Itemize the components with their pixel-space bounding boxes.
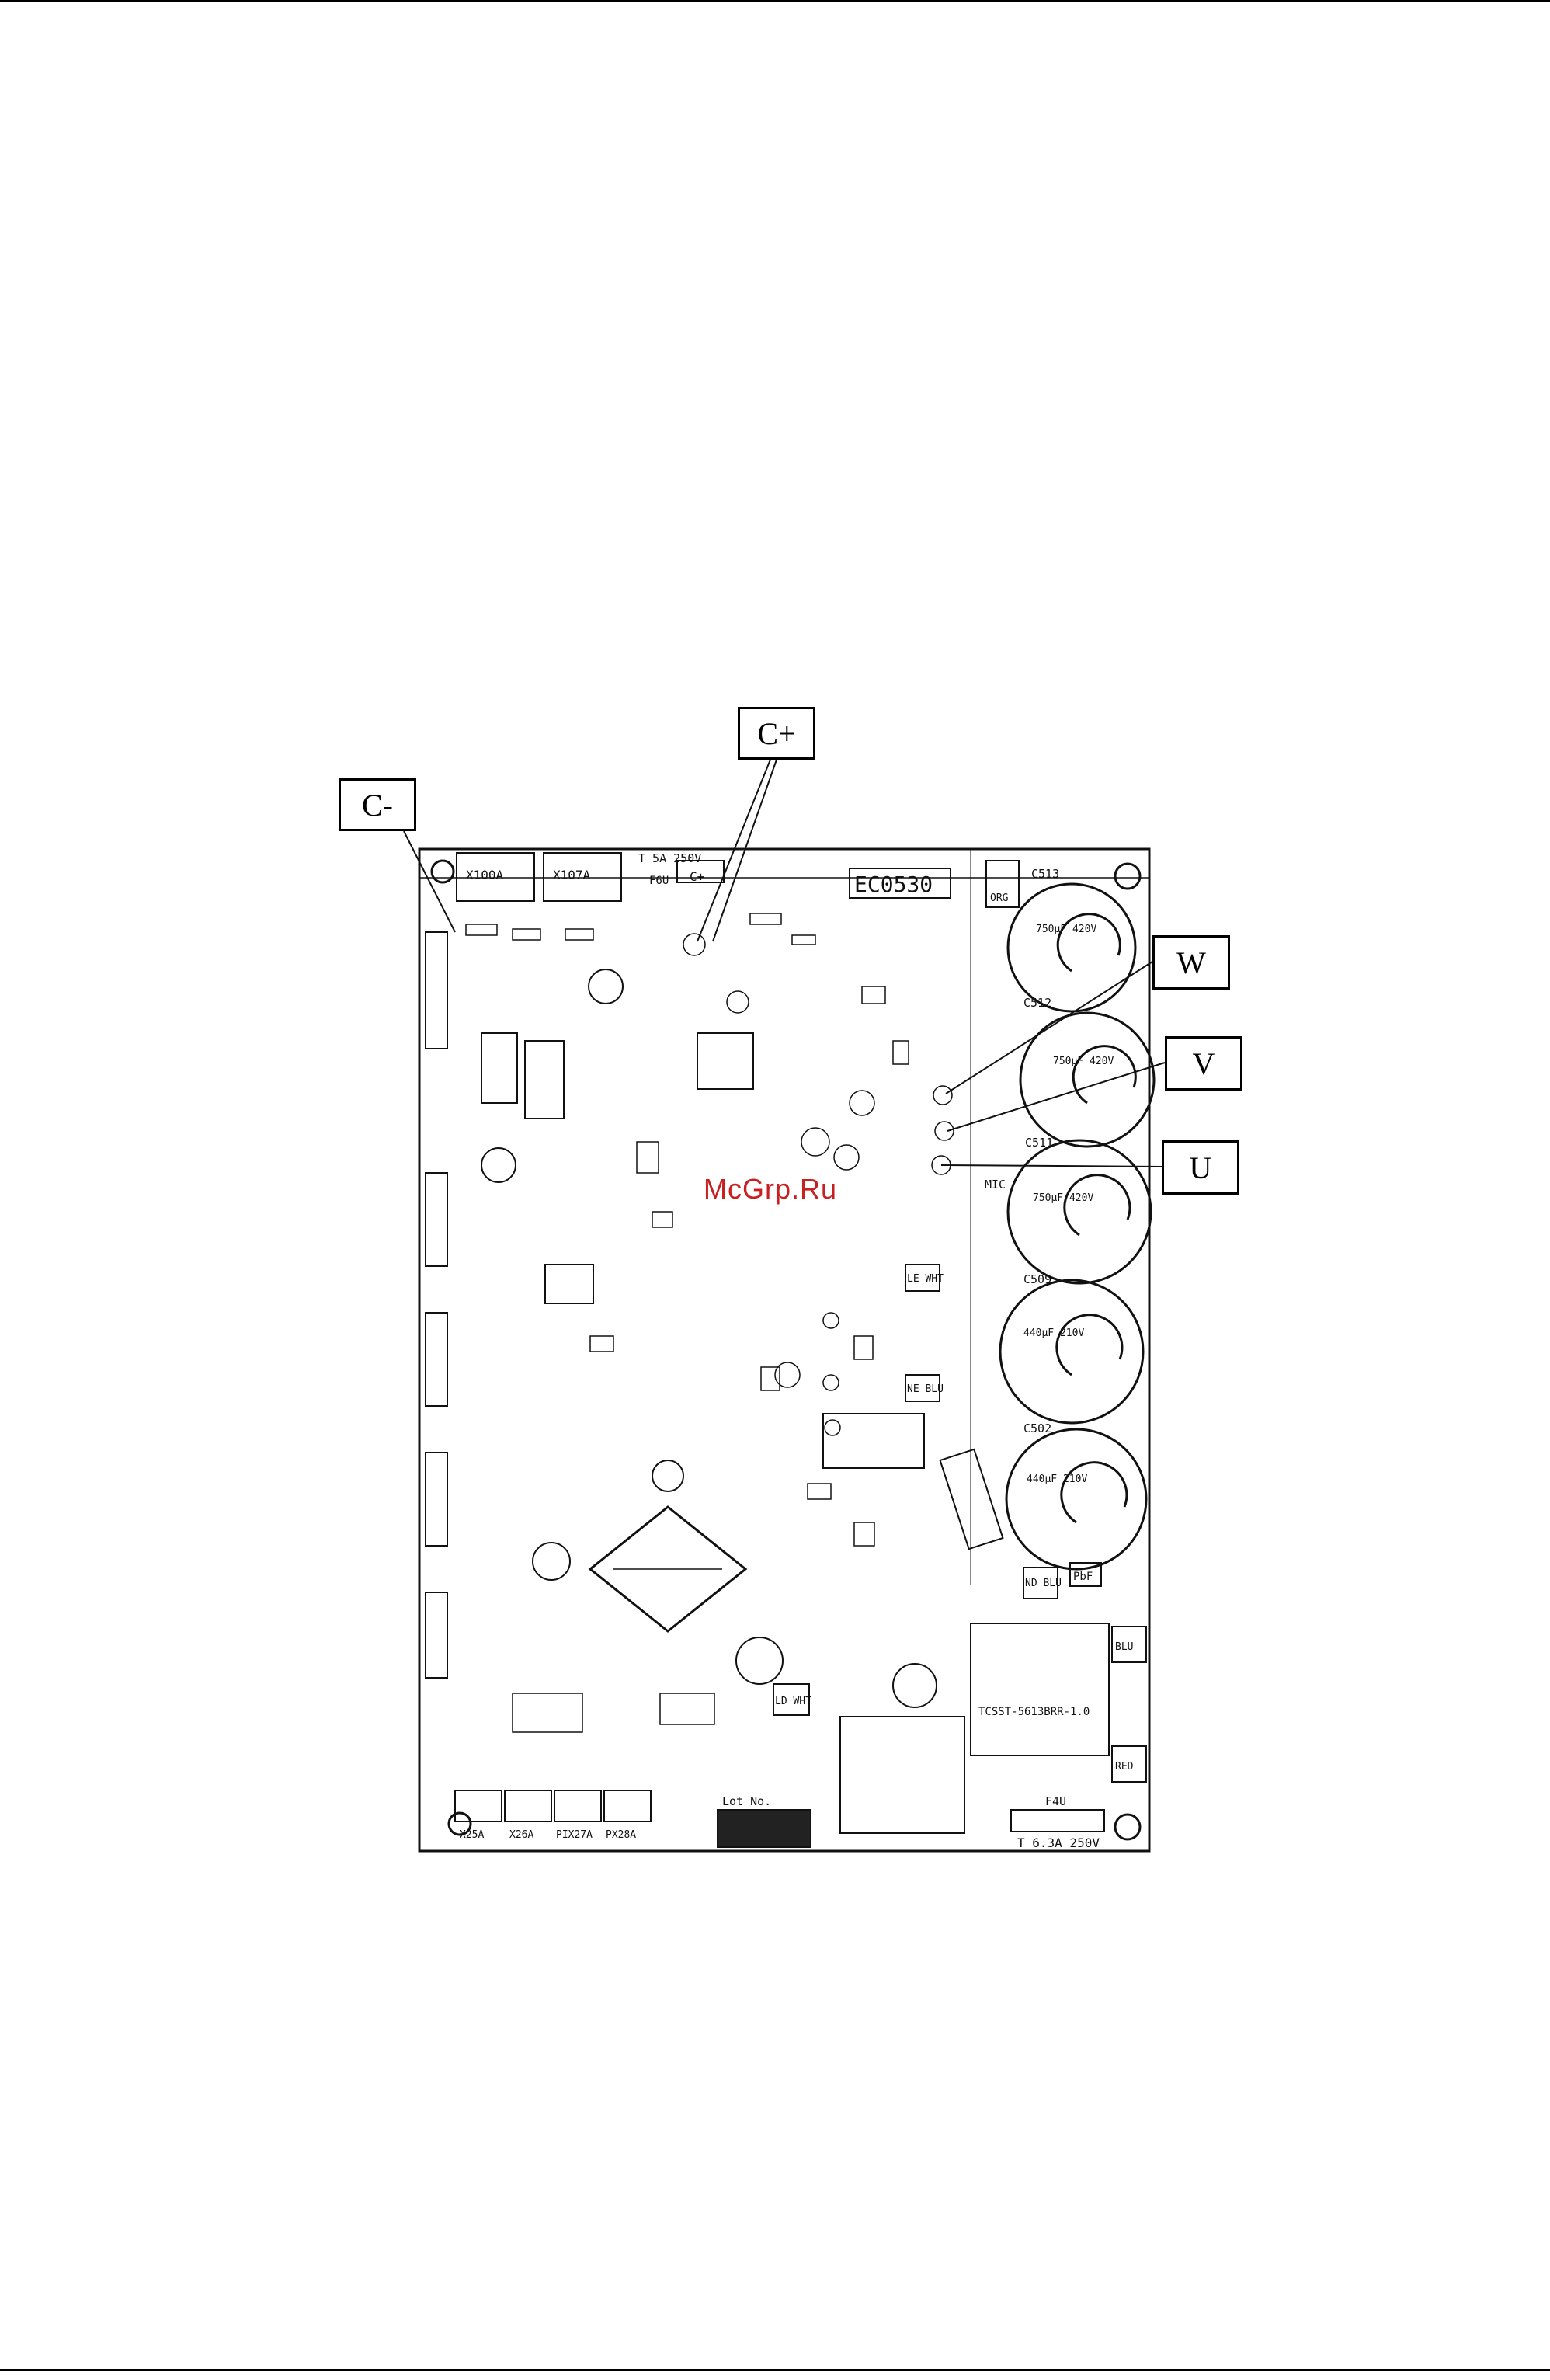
transformer-label: TCSST-5613BRR-1.0 [978, 1706, 1090, 1718]
capacitor-c511: C511 750µF 420V [1008, 1136, 1151, 1283]
capacitor-id: C502 [1023, 1421, 1051, 1435]
electrolytic-cap [652, 1460, 683, 1491]
callout-w: W [1152, 935, 1230, 990]
ic-chip [481, 1033, 517, 1103]
wire-tag: LE WHT [907, 1273, 944, 1285]
connector-edge [426, 1313, 447, 1406]
electrolytic-cap [589, 969, 623, 1004]
capacitor-rating: 440µF 210V [1023, 1327, 1084, 1339]
bridge-rectifier [590, 1507, 745, 1631]
small-components [466, 913, 954, 1732]
connector-label: X107A [553, 868, 591, 882]
connector-x26a [505, 1790, 551, 1822]
electrolytic-cap [893, 1664, 937, 1707]
wire-tag: MIC [985, 1178, 1006, 1192]
bottom-rule [0, 2369, 1550, 2371]
capacitor-rating: 440µF 210V [1027, 1474, 1087, 1485]
watermark-text: McGrp.Ru [704, 1173, 837, 1206]
connector-edge [426, 1173, 447, 1266]
connector-pix27a [554, 1790, 601, 1822]
capacitor-c512: C512 750µF 420V [1020, 996, 1154, 1147]
connector-label: X100A [466, 868, 504, 882]
callout-leaders [404, 760, 1165, 1167]
wire-tag: PbF [1073, 1571, 1093, 1583]
power-module [940, 1449, 1003, 1549]
mounting-hole [432, 861, 454, 882]
ic-chip [525, 1041, 564, 1119]
capacitor-id: C513 [1031, 867, 1059, 881]
wire-tag: ND BLU [1025, 1578, 1062, 1589]
callout-c-minus: C- [339, 778, 416, 831]
connector-label: PX28A [606, 1829, 636, 1841]
wire-tag: LD WHT [775, 1696, 811, 1707]
transformer [971, 1623, 1109, 1755]
capacitor-id: C509 [1023, 1272, 1051, 1286]
connector-label: PIX27A [556, 1829, 593, 1841]
connector-label: X26A [509, 1829, 533, 1841]
wire-tag: BLU [1115, 1641, 1133, 1653]
connector-edge [426, 1592, 447, 1678]
choke [840, 1717, 964, 1833]
lot-label: Lot No. [722, 1794, 771, 1808]
wire-tag: ORG [990, 893, 1009, 904]
ic-chip [697, 1033, 753, 1089]
capacitor-rating: 750µF 420V [1036, 924, 1096, 935]
fuse-top-id: F6U [649, 875, 669, 887]
wire-tag: RED [1115, 1761, 1134, 1773]
capacitor-c513: C513 750µF 420V [1008, 867, 1135, 1011]
fuse-top-rating: T 5A 250V [638, 851, 701, 865]
capacitor-id: C512 [1023, 996, 1051, 1010]
electrolytic-cap [533, 1543, 570, 1580]
callout-c-plus: C+ [738, 707, 815, 760]
connector-x25a [455, 1790, 502, 1822]
c-plus-mark: C+ [690, 869, 704, 884]
capacitor-c509: C509 440µF 210V [1000, 1272, 1143, 1423]
mounting-hole [1115, 1815, 1140, 1839]
capacitor-rating: 750µF 420V [1033, 1192, 1093, 1204]
mounting-hole [1115, 864, 1140, 889]
connector-label: X25A [460, 1829, 484, 1841]
capacitor-rating: 750µF 420V [1053, 1056, 1114, 1067]
board-code: EC0530 [854, 872, 933, 897]
callout-u: U [1162, 1140, 1239, 1195]
capacitor-c502: C502 440µF 210V [1006, 1421, 1146, 1569]
capacitor-id: C511 [1025, 1136, 1053, 1150]
fuse-bottom [1011, 1810, 1104, 1832]
connector-edge [426, 932, 447, 1049]
ic-chip [545, 1265, 593, 1303]
connector-px28a [604, 1790, 651, 1822]
electrolytic-cap [736, 1637, 783, 1684]
fuse-bottom-id: F4U [1045, 1794, 1066, 1808]
electrolytic-cap [481, 1148, 516, 1182]
wire-tag: NE BLU [907, 1383, 944, 1395]
fuse-bottom-rating: T 6.3A 250V [1017, 1835, 1100, 1850]
connector-edge [426, 1453, 447, 1546]
lot-box [718, 1810, 811, 1847]
callout-v: V [1165, 1036, 1242, 1091]
